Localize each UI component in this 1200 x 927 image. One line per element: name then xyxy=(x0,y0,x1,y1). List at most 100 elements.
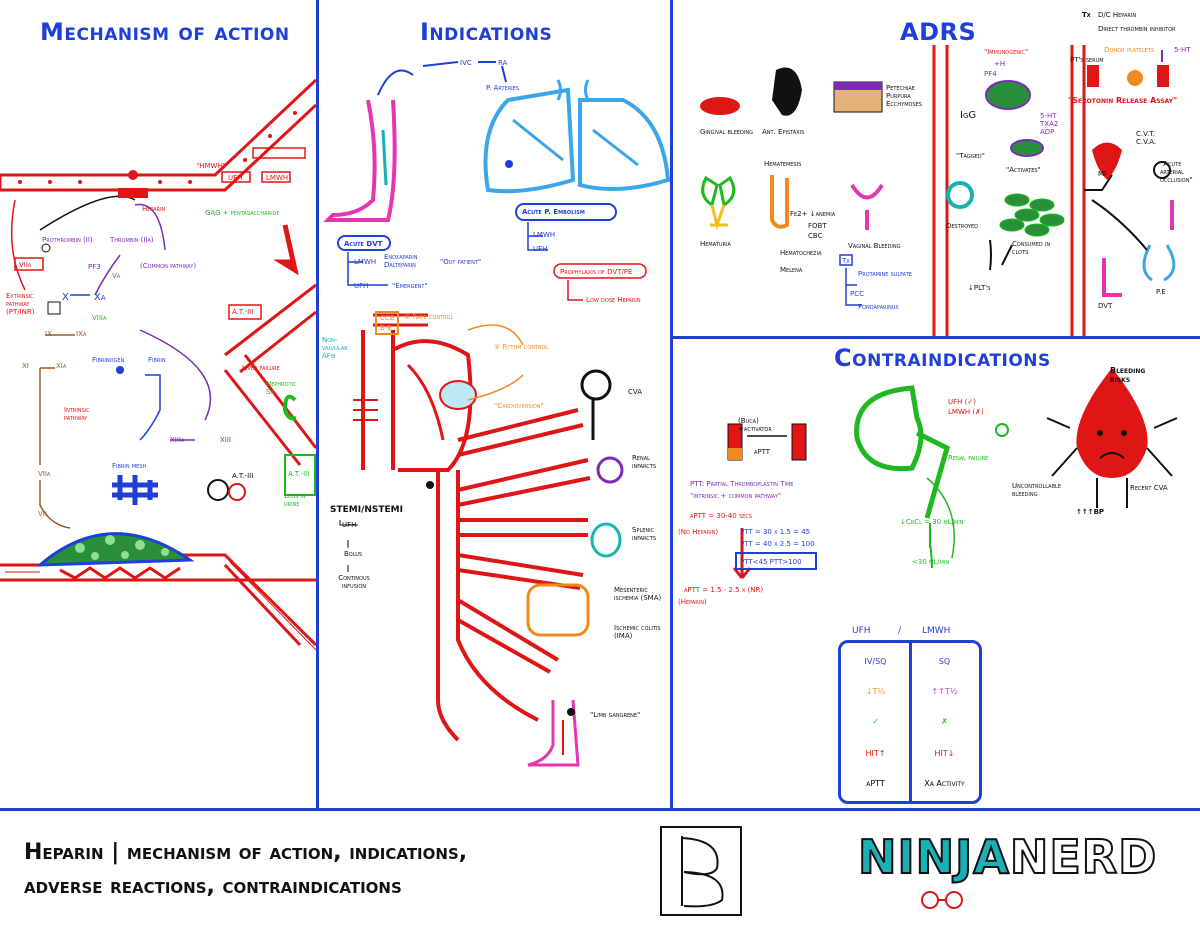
moa-label-va: Va xyxy=(112,272,121,280)
ind-ape: Acute P. Embolism xyxy=(522,208,585,216)
adrs-protamine: Protamine sulfate xyxy=(858,270,912,278)
table-lmwh-renal: ✗ xyxy=(941,717,948,726)
contra-renal: Renal failure xyxy=(948,454,989,462)
ind-cva: CVA xyxy=(628,388,643,396)
adrs-title: ADRS xyxy=(900,18,977,46)
ind-lmwh2: LMWH xyxy=(354,258,377,266)
table-col-ufh: IV/SQ ↓T½ ✓ HIT↑ aPTT xyxy=(841,643,910,801)
moa-label-heparin: Heparin xyxy=(142,205,166,213)
ind-stemi: STEMI/NSTEMI xyxy=(330,505,403,515)
ind-lmwh: LMWH xyxy=(533,231,556,239)
ind-nvaf: Non-valvular AFib xyxy=(322,336,348,361)
contra-ptt: PTT: Partial Thromboplastin Time xyxy=(690,480,794,488)
moa-label-nephrotic: Nephrotic Sx xyxy=(266,380,297,397)
table-lmwh-halflife: ↑↑T½ xyxy=(931,687,958,696)
moa-label-viii: VIIa xyxy=(38,470,51,478)
contra-drawing xyxy=(727,368,1178,579)
adrs-dc: D/C Heparin xyxy=(1098,11,1137,19)
moa-label-ufh: UFH xyxy=(228,174,243,182)
ind-rate: ① Rate control xyxy=(404,313,454,321)
ind-colitis: Ischemic colitis (IMA) xyxy=(614,624,661,641)
ind-splenic: Splenic infarcts xyxy=(632,526,656,543)
moa-label-lmwh: LMWH xyxy=(266,174,289,182)
contra-aptt: aPTT xyxy=(754,448,771,456)
contra-bp: ↑↑↑BP xyxy=(1076,508,1105,516)
adrs-hematemesis: Hematemesis xyxy=(764,160,802,168)
moa-title: Mechanism of action xyxy=(40,18,290,46)
contra-heparin: (Heparin) xyxy=(678,598,707,606)
ind-enox: Enoxaparin Dalteparin xyxy=(384,253,418,270)
adrs-mi: MI xyxy=(1098,170,1107,178)
table-ufh-halflife: ↓T½ xyxy=(865,687,886,696)
adrs-consumed: Consumed in clots xyxy=(1012,240,1051,257)
ind-cont: Continous infusion xyxy=(338,574,370,591)
moa-label-fibrin: Fibrin xyxy=(148,356,166,364)
moa-label-gag: GAG + pentasaccharide xyxy=(205,209,280,217)
divider-footer xyxy=(0,808,1200,811)
adrs-fe: Fe2+ ↓anemia xyxy=(790,210,836,218)
adrs-plts: ↓PLT's xyxy=(968,284,991,292)
ind-bolus: Bolus xyxy=(344,550,363,558)
ind-adv: Acute DVT xyxy=(344,240,383,248)
moa-label-hmwh: "HMWH" xyxy=(196,162,226,170)
moa-label-thrombin: Thrombin (IIa) xyxy=(110,236,154,244)
ind-ufh: UFH xyxy=(533,245,548,253)
contra-ufh-ok: UFH (✓) xyxy=(948,398,976,406)
adrs-sra: "Serotonin Release Assay" xyxy=(1068,96,1178,105)
ninja-nerd-logo: NINJANERD xyxy=(857,829,1157,885)
moa-label-ix: IX xyxy=(45,330,52,338)
table-lmwh-route: SQ xyxy=(938,657,951,666)
adrs-pf4: PF4 xyxy=(984,70,997,78)
moa-label-at3-2: A.T.-III xyxy=(232,472,254,480)
ind-emerg: "Emergent" xyxy=(392,282,428,290)
table-ufh-monitor: aPTT xyxy=(866,779,885,788)
moa-label-liver: Liver failure xyxy=(242,364,280,372)
adrs-pe: P.E xyxy=(1156,288,1166,296)
moa-label-at3-box: A.T.-III xyxy=(288,470,310,478)
moa-label-fibrin-mesh: Fibrin mesh xyxy=(112,462,147,470)
ind-ccb: CCB xyxy=(380,314,395,322)
contra-aptt-normal: aPTT = 30-40 secs xyxy=(690,512,752,520)
footer-title-line1: Heparin | mechanism of action, indicatio… xyxy=(24,840,468,865)
ind-mesenteric: Mesenteric ischemia (SMA) xyxy=(614,586,662,603)
adrs-fonda: Fondaparinux xyxy=(858,303,899,311)
contra-icp: "intrinsic + common pathway" xyxy=(690,492,782,500)
adrs-ht: 5-HT TXA2 ADP xyxy=(1040,112,1059,137)
indications-drawing xyxy=(323,61,670,767)
table-lmwh-monitor: Xa Activity xyxy=(924,779,965,788)
ind-ufh3: UFH xyxy=(342,521,357,529)
ind-cardio: "Cardioversion" xyxy=(494,402,544,410)
ind-bb: B-B xyxy=(380,324,392,332)
moa-label-at3-top: A.T.-III xyxy=(120,188,142,196)
moa-label-common: (Common pathway) xyxy=(140,262,197,270)
table-ufh-renal: ✓ xyxy=(872,717,879,726)
moa-label-xa: Xa xyxy=(94,292,106,303)
contraindications-title: Contraindications xyxy=(834,344,1051,372)
author-logo xyxy=(660,826,742,916)
adrs-destroyed: Destroyed xyxy=(946,222,978,230)
ind-outpt: "Out patient" xyxy=(440,258,482,266)
contra-bleeding: Bleeding risks xyxy=(1110,366,1146,385)
author-logo-icon xyxy=(681,836,724,908)
adrs-pts-serum: PT's serum xyxy=(1070,56,1104,64)
ind-ufh2: UFH xyxy=(354,282,369,290)
adrs-hematuria: Hematuria xyxy=(700,240,731,248)
ind-ra: RA xyxy=(498,59,508,67)
adrs-h: +H xyxy=(994,60,1006,68)
moa-label-pf3: PF3 xyxy=(88,263,101,271)
moa-label-fibrinogen: Fibrinogen xyxy=(92,356,125,364)
moa-label-intrinsic: Intrinsic pathway xyxy=(64,406,90,423)
contra-recent-cva: Recent CVA xyxy=(1130,484,1168,492)
contra-buca: (Buca) +activator xyxy=(738,417,772,434)
adrs-igg: IgG xyxy=(960,110,977,121)
moa-label-viiia: VIIIa xyxy=(92,314,107,322)
ind-low: Low dose Heparin xyxy=(586,296,641,304)
adrs-activates: "Activates" xyxy=(1006,166,1041,174)
table-header-sep: / xyxy=(898,626,902,636)
contra-no-heparin: (No Heparin) xyxy=(678,528,719,536)
adrs-skin: Petechiae Purpura Ecchymoses xyxy=(886,84,922,109)
moa-label-ixa: IXa xyxy=(76,330,87,338)
divider-adrs-contra xyxy=(672,336,1200,339)
table-lmwh-hit: HIT↓ xyxy=(934,749,955,758)
brand-ninja: NINJA xyxy=(857,829,1010,885)
